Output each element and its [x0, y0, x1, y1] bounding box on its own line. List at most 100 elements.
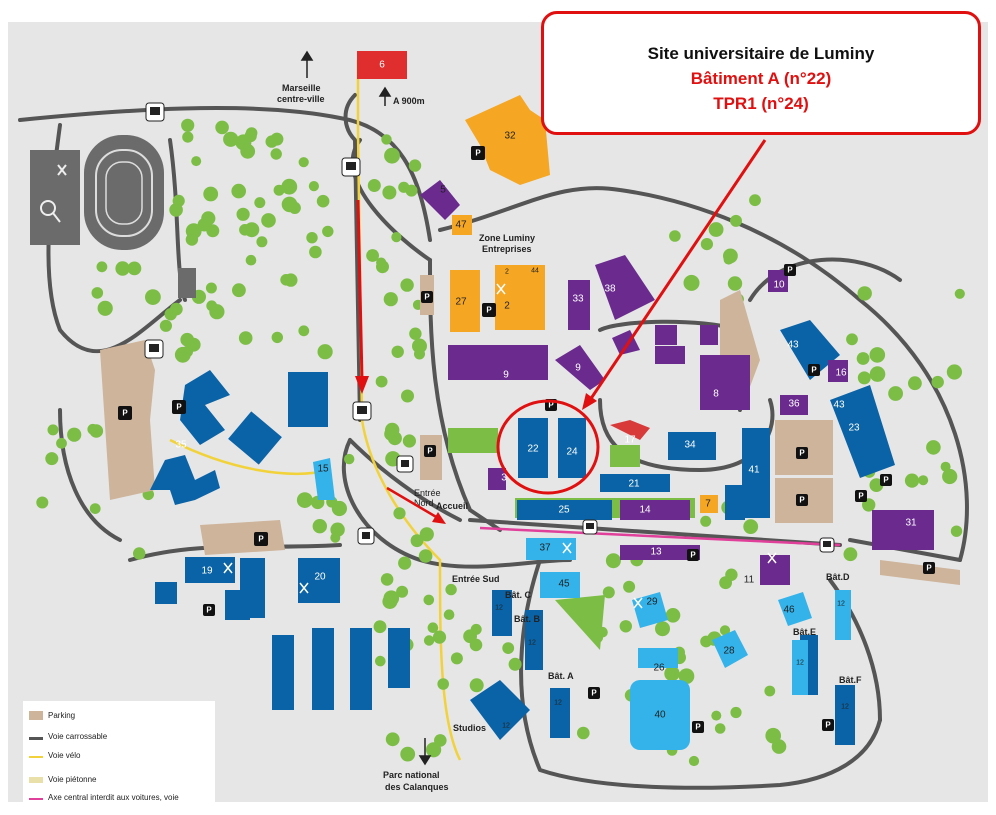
tree-dot	[419, 527, 434, 542]
svg-text:10: 10	[773, 280, 785, 291]
svg-text:44: 44	[531, 268, 539, 275]
bus-stop-icon	[352, 401, 372, 421]
svg-text:37: 37	[539, 543, 551, 554]
tree-dot	[186, 337, 201, 352]
svg-text:Entrée: Entrée	[414, 488, 441, 498]
legend-central-axis: Axe central interdit aux voitures, voie	[29, 793, 179, 802]
svg-text:2: 2	[505, 269, 509, 276]
svg-text:12: 12	[837, 601, 845, 608]
restaurant-icon	[223, 562, 233, 574]
svg-text:15: 15	[317, 464, 329, 475]
svg-text:P: P	[486, 306, 492, 315]
parking-icon: P	[687, 549, 699, 561]
building-6	[357, 51, 407, 79]
tree-dot	[203, 186, 219, 202]
tree-dot	[719, 625, 731, 636]
tree-dot	[623, 580, 636, 593]
svg-text:P: P	[799, 449, 805, 458]
svg-text:Bât. A: Bât. A	[548, 671, 574, 681]
svg-text:12: 12	[528, 640, 536, 647]
lightblue-buildings	[313, 458, 851, 750]
tree-dot	[96, 261, 108, 273]
svg-text:21: 21	[628, 479, 640, 490]
tree-dot	[185, 233, 199, 246]
tree-dot	[223, 131, 239, 147]
tree-dot	[231, 183, 246, 199]
parking-icon: P	[118, 406, 132, 420]
legend-pedestrian: Voie piétonne	[29, 775, 97, 784]
tree-dot	[908, 376, 922, 391]
tree-dot	[265, 135, 278, 148]
tree-dot	[502, 642, 515, 654]
svg-text:2: 2	[504, 301, 510, 312]
tree-dot	[405, 184, 418, 197]
tree-dot	[298, 325, 310, 337]
highlight-annotations	[355, 139, 767, 524]
svg-text:centre-ville: centre-ville	[277, 94, 325, 104]
tree-dot	[665, 608, 681, 623]
bus-stop-icon	[819, 537, 835, 553]
tree-dot	[380, 573, 394, 586]
tree-dot	[427, 622, 439, 633]
legend-parking: Parking	[29, 711, 75, 721]
tree-dot	[577, 726, 590, 740]
tree-dot	[926, 440, 941, 455]
tree-dot	[700, 515, 712, 527]
tree-dot	[281, 178, 298, 195]
svg-text:25: 25	[558, 505, 570, 516]
tree-dot	[931, 375, 944, 389]
svg-text:14: 14	[639, 505, 651, 516]
tree-dot	[412, 338, 427, 354]
tree-dot	[306, 232, 318, 244]
tree-dot	[89, 503, 101, 514]
svg-text:8: 8	[713, 389, 719, 400]
tree-dot	[408, 159, 422, 172]
svg-text:9: 9	[575, 363, 581, 374]
svg-text:43: 43	[833, 400, 845, 411]
tree-dot	[191, 156, 202, 167]
accueil-arrow	[386, 486, 439, 520]
tree-dot	[97, 300, 113, 316]
tree-dot	[391, 345, 404, 358]
tree-dot	[133, 547, 146, 560]
svg-text:46: 46	[783, 605, 795, 616]
svg-text:6: 6	[379, 60, 385, 71]
tree-dot	[239, 224, 251, 236]
bus-stop-icon	[144, 339, 164, 359]
tree-dot	[87, 423, 99, 435]
svg-text:Bât. C: Bât. C	[505, 590, 532, 600]
svg-text:7: 7	[705, 499, 711, 510]
tree-dot	[215, 120, 229, 135]
tree-dot	[270, 148, 282, 160]
svg-text:35: 35	[175, 440, 187, 451]
tree-dot	[888, 386, 903, 401]
svg-text:12: 12	[841, 704, 849, 711]
parking-icon: P	[588, 687, 600, 699]
tree-dot	[396, 585, 409, 598]
legend-road: Voie carrossable	[29, 732, 107, 741]
svg-text:29: 29	[646, 597, 658, 608]
tree-dot	[56, 437, 67, 449]
tree-dot	[181, 118, 195, 132]
tree-dot	[344, 453, 355, 465]
tree-dot	[373, 620, 387, 634]
svg-text:36: 36	[788, 399, 800, 410]
tree-dot	[869, 366, 886, 382]
svg-text:27: 27	[455, 297, 467, 308]
svg-text:Parc national: Parc national	[383, 770, 440, 780]
svg-text:3: 3	[501, 473, 507, 484]
tree-dot	[857, 286, 872, 301]
svg-text:41: 41	[748, 465, 760, 476]
svg-text:11: 11	[744, 575, 755, 586]
tree-dot	[418, 549, 433, 563]
tree-dot	[296, 492, 313, 508]
tree-dot	[664, 665, 680, 682]
callout-box: Site universitaire de Luminy Bâtiment A …	[541, 11, 981, 135]
parking-icon: P	[880, 474, 892, 486]
svg-text:38: 38	[604, 284, 616, 295]
svg-text:P: P	[258, 535, 264, 544]
svg-text:20: 20	[314, 572, 326, 583]
tree-dot	[942, 468, 958, 485]
tree-dot	[182, 131, 194, 143]
tree-dot	[605, 553, 621, 569]
